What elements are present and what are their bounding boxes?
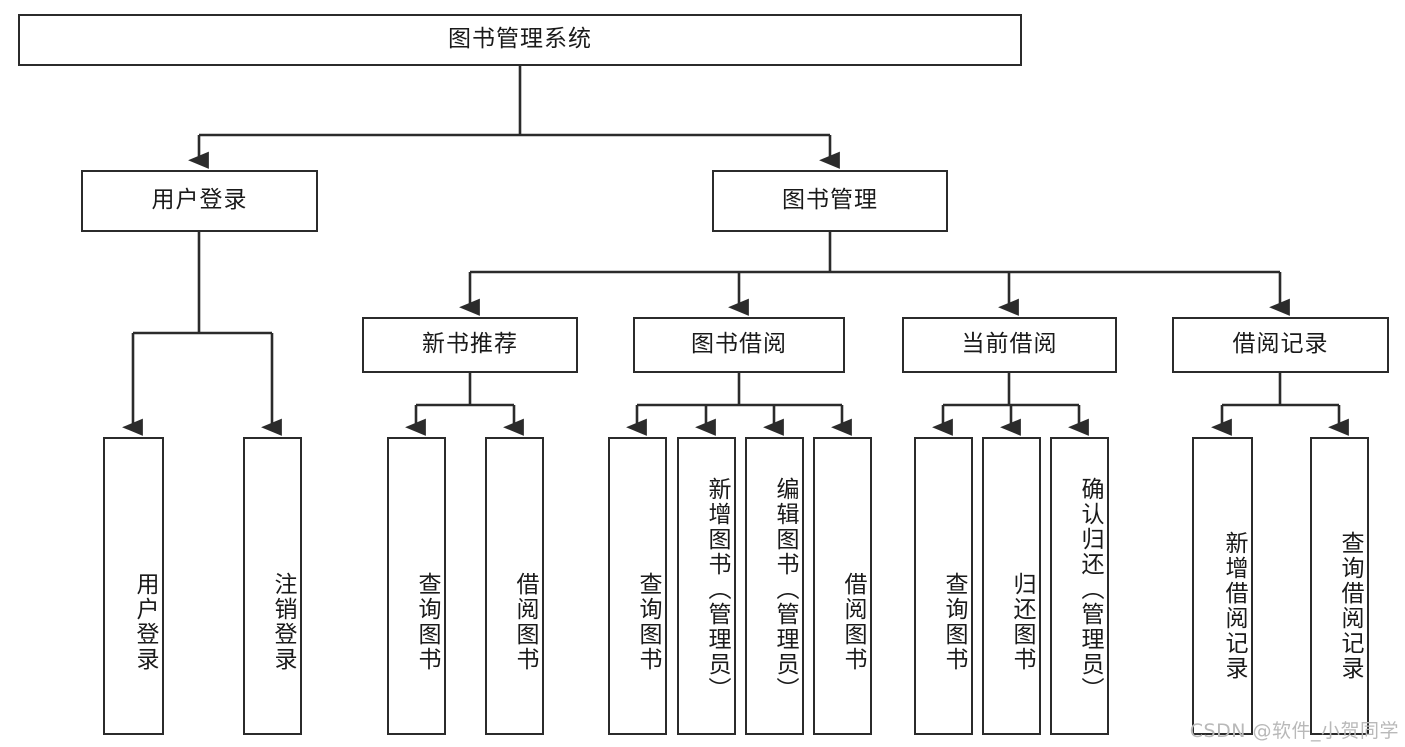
node-book-borrow[interactable]: 图书借阅 [633, 317, 845, 373]
node-leaf-return-book[interactable]: 归还图书 [982, 437, 1041, 735]
node-current-borrow[interactable]: 当前借阅 [902, 317, 1117, 373]
node-leaf-edit-book[interactable]: 编辑图书（管理员） [745, 437, 804, 735]
node-leaf-logout-label: 注销登录 [270, 572, 296, 672]
node-leaf-borrow-book-1[interactable]: 借阅图书 [485, 437, 544, 735]
node-leaf-borrow-book-1-label: 借阅图书 [512, 572, 538, 672]
node-leaf-edit-book-label: 编辑图书（管理员） [772, 476, 798, 702]
node-leaf-add-record-label: 新增借阅记录 [1221, 531, 1247, 681]
node-leaf-query-book-1-label: 查询图书 [414, 572, 440, 672]
node-leaf-query-record[interactable]: 查询借阅记录 [1310, 437, 1369, 735]
node-leaf-add-book-label: 新增图书（管理员） [704, 476, 730, 702]
node-leaf-user-login[interactable]: 用户登录 [103, 437, 164, 735]
node-leaf-query-record-label: 查询借阅记录 [1337, 531, 1363, 681]
node-leaf-user-login-label: 用户登录 [132, 572, 158, 672]
node-leaf-query-book-1[interactable]: 查询图书 [387, 437, 446, 735]
node-root-label: 图书管理系统 [448, 26, 592, 53]
node-borrow-record[interactable]: 借阅记录 [1172, 317, 1389, 373]
node-leaf-logout[interactable]: 注销登录 [243, 437, 302, 735]
node-leaf-confirm-return-label: 确认归还（管理员） [1077, 476, 1103, 702]
node-leaf-query-book-3-label: 查询图书 [941, 572, 967, 672]
node-leaf-query-book-3[interactable]: 查询图书 [914, 437, 973, 735]
node-book-borrow-label: 图书借阅 [691, 331, 787, 358]
node-user-login-label: 用户登录 [151, 187, 248, 214]
node-leaf-add-record[interactable]: 新增借阅记录 [1192, 437, 1253, 735]
node-book-manage[interactable]: 图书管理 [712, 170, 948, 232]
csdn-watermark: CSDN @软件_小贺同学 [1189, 720, 1399, 742]
node-book-manage-label: 图书管理 [782, 187, 878, 214]
node-new-book-rec[interactable]: 新书推荐 [362, 317, 578, 373]
node-leaf-query-book-2[interactable]: 查询图书 [608, 437, 667, 735]
node-leaf-borrow-book-2-label: 借阅图书 [840, 572, 866, 672]
node-new-book-rec-label: 新书推荐 [422, 331, 518, 358]
node-leaf-query-book-2-label: 查询图书 [635, 572, 661, 672]
node-current-borrow-label: 当前借阅 [961, 331, 1058, 358]
node-leaf-confirm-return[interactable]: 确认归还（管理员） [1050, 437, 1109, 735]
node-user-login[interactable]: 用户登录 [81, 170, 318, 232]
node-borrow-record-label: 借阅记录 [1232, 331, 1329, 358]
node-leaf-add-book[interactable]: 新增图书（管理员） [677, 437, 736, 735]
node-leaf-return-book-label: 归还图书 [1009, 572, 1035, 672]
node-root[interactable]: 图书管理系统 [18, 14, 1022, 66]
node-leaf-borrow-book-2[interactable]: 借阅图书 [813, 437, 872, 735]
